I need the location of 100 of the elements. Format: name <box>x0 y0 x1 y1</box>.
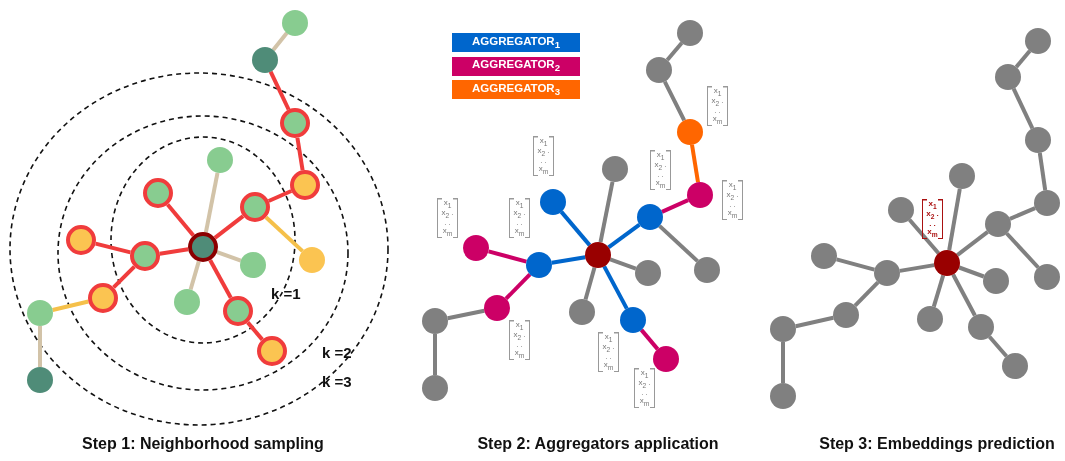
graph-edge <box>1005 232 1040 269</box>
graph-node <box>620 307 646 333</box>
graph-edge <box>1011 87 1035 130</box>
hop-label: k =3 <box>322 373 352 390</box>
graph-edge <box>899 263 935 273</box>
graph-edge <box>38 326 42 367</box>
graph-edge <box>188 260 201 291</box>
graph-node <box>526 252 552 278</box>
feature-vector: x$_{1}$ x$_{2}$ . . . x$_{m}$ <box>437 198 458 239</box>
graph-edge <box>504 272 532 301</box>
graph-node <box>968 314 994 340</box>
graph-edge <box>112 265 136 289</box>
graph-edge <box>795 315 834 329</box>
graph-edge <box>295 137 305 171</box>
graph-node <box>677 20 703 46</box>
step-caption: Step 2: Aggregators application <box>477 435 719 453</box>
graph-edge <box>447 308 485 321</box>
graph-node <box>602 156 628 182</box>
graph-node <box>130 241 160 271</box>
graph-edge <box>264 215 304 253</box>
graph-edge <box>551 255 586 265</box>
graph-node <box>223 296 253 326</box>
graph-node <box>299 247 325 273</box>
graph-edge <box>988 335 1008 358</box>
graph-edge <box>781 342 785 383</box>
graph-edge <box>216 250 242 263</box>
feature-vector: x$_{1}$ x$_{2}$ . . . x$_{m}$ <box>509 198 530 239</box>
feature-vector: x$_{1}$ x$_{2}$ . . . x$_{m}$ <box>634 368 655 409</box>
graph-edge <box>658 224 699 263</box>
graph-edge <box>95 241 131 255</box>
graph-node <box>188 232 218 262</box>
feature-vector: x$_{1}$ x$_{2}$ . . . x$_{m}$ <box>650 150 671 191</box>
graph-node <box>934 250 960 276</box>
graph-edge <box>956 230 989 257</box>
graph-node <box>949 163 975 189</box>
graph-edge <box>52 299 89 312</box>
legend-label: AGGREGATOR$_{3}$ <box>472 81 560 98</box>
graph-edge <box>598 181 615 243</box>
graph-node <box>27 300 53 326</box>
graph-node <box>569 299 595 325</box>
graph-node <box>635 260 661 286</box>
graph-node <box>282 10 308 36</box>
graph-edge <box>583 266 597 301</box>
graph-edge <box>661 198 689 214</box>
hop-label: k =2 <box>322 344 352 361</box>
graph-node <box>27 367 53 393</box>
graph-edge <box>609 257 637 271</box>
feature-vector: x$_{1}$ x$_{2}$ . . . x$_{m}$ <box>533 136 554 177</box>
step-caption: Step 3: Embeddings prediction <box>819 435 1055 453</box>
graph-edge <box>607 223 641 249</box>
graph-edge <box>1037 152 1048 191</box>
step-caption: Step 1: Neighborhood sampling <box>82 435 324 453</box>
graph-node <box>637 204 663 230</box>
graph-node <box>88 283 118 313</box>
graph-node <box>995 64 1021 90</box>
graph-node <box>833 302 859 328</box>
graph-edge <box>1014 49 1032 69</box>
legend-label: AGGREGATOR$_{2}$ <box>472 58 560 74</box>
graph-node <box>174 289 200 315</box>
graph-node <box>874 260 900 286</box>
graph-edge <box>947 188 962 251</box>
graph-node <box>1034 190 1060 216</box>
graph-node <box>422 308 448 334</box>
graph-edge <box>853 280 880 308</box>
graph-node <box>484 295 510 321</box>
graph-edge <box>488 249 527 264</box>
graph-edge <box>213 214 245 240</box>
graph-edge <box>639 328 660 351</box>
graph-edge <box>159 247 189 256</box>
graph-node <box>888 197 914 223</box>
graph-node <box>646 57 672 83</box>
feature-vector: x$_{1}$ x$_{2}$ . . . x$_{m}$ <box>509 320 530 361</box>
graph-node <box>240 252 266 278</box>
graph-edge <box>951 273 977 317</box>
graph-edge <box>246 321 264 341</box>
graph-node <box>240 192 270 222</box>
graph-edge <box>663 80 686 122</box>
legend-label: AGGREGATOR$_{1}$ <box>472 34 560 51</box>
graph-edge <box>268 70 291 111</box>
graph-edge <box>559 210 592 247</box>
graph-node <box>811 243 837 269</box>
graph-node <box>422 375 448 401</box>
graph-node <box>985 211 1011 237</box>
graph-edge <box>166 203 195 237</box>
graph-node <box>252 47 278 73</box>
feature-vector: x$_{1}$ x$_{2}$ . . . x$_{m}$ <box>722 180 743 221</box>
graph-node <box>687 182 713 208</box>
graph-edge <box>690 144 700 183</box>
graph-node <box>207 147 233 173</box>
graph-node <box>917 306 943 332</box>
graph-node <box>143 178 173 208</box>
graph-edge <box>267 189 293 203</box>
graph-edge <box>602 265 629 310</box>
graph-edge <box>665 41 684 62</box>
graph-edge <box>958 265 985 279</box>
graph-node <box>1034 264 1060 290</box>
hop-label: k =1 <box>271 285 301 302</box>
graph-edge <box>271 31 289 52</box>
graph-node <box>1025 28 1051 54</box>
graph-node <box>983 268 1009 294</box>
